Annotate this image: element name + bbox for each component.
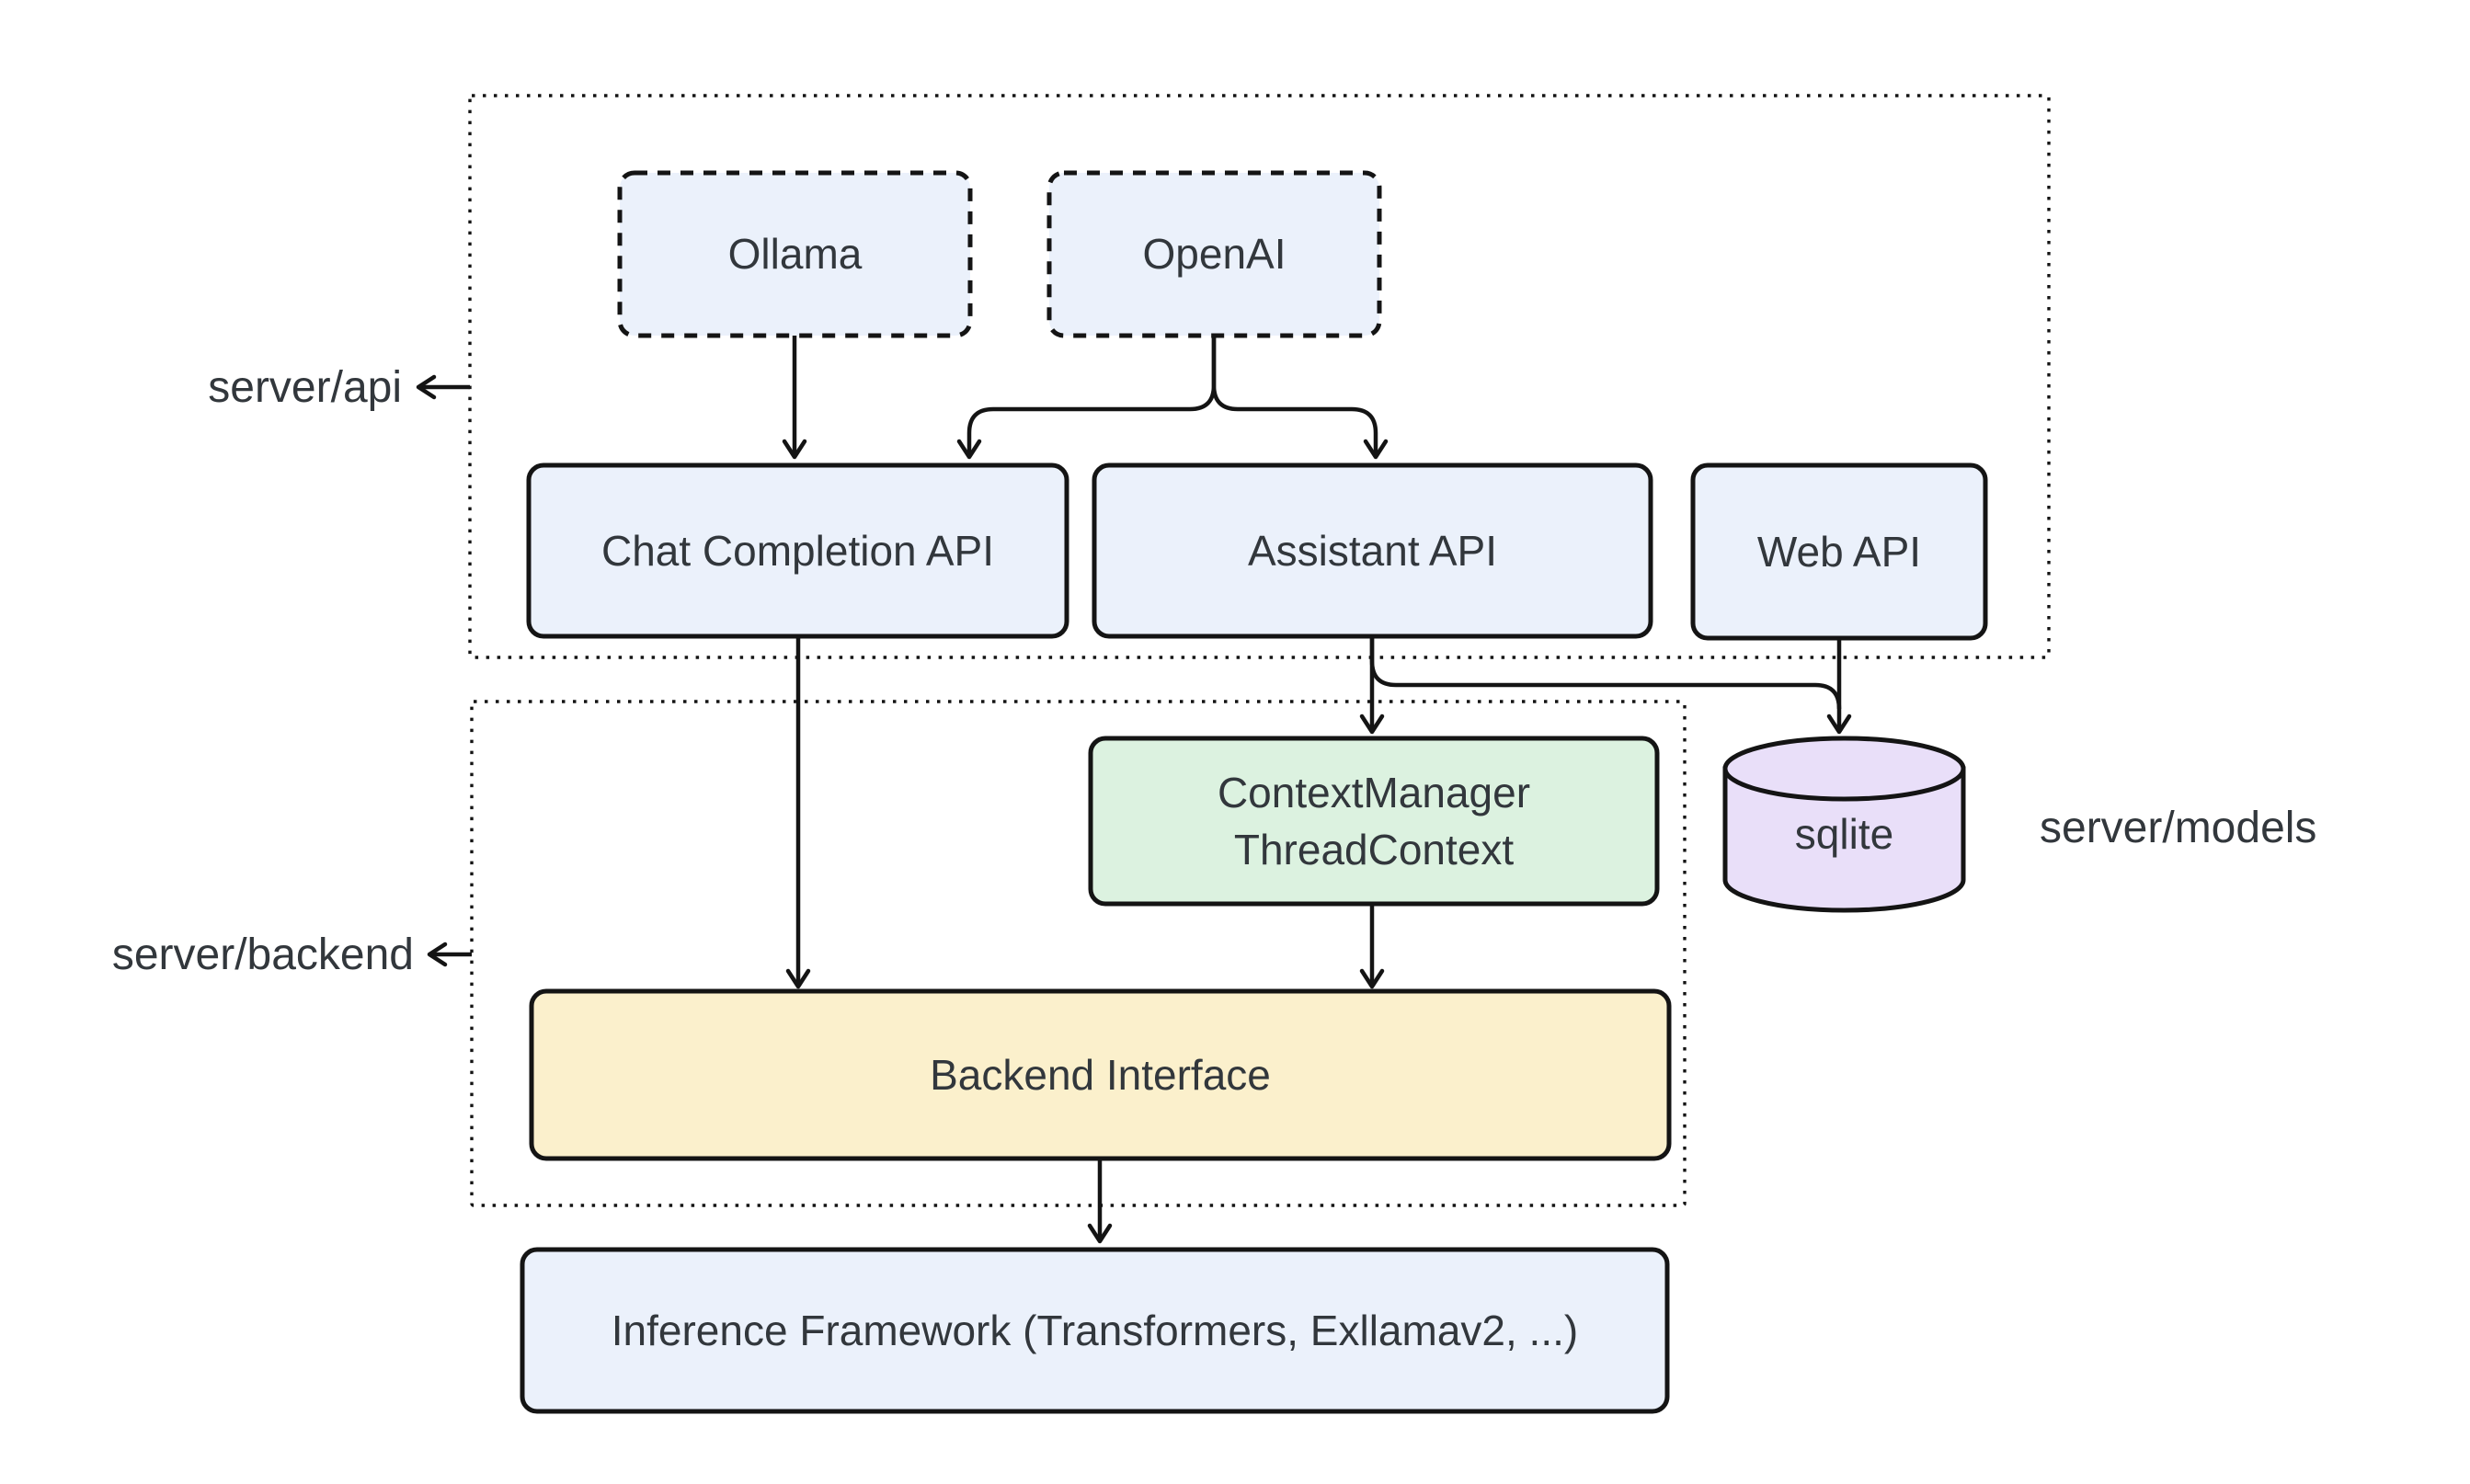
ollama-label: Ollama	[727, 230, 863, 279]
edge-assistant-to-sqlite	[1369, 636, 1842, 710]
server-backend-label: server/backend	[111, 930, 414, 979]
node-context-manager	[1088, 736, 1660, 907]
context-manager-label: ContextManager ThreadContext	[1091, 738, 1657, 904]
web-api-label: Web API	[1756, 527, 1922, 576]
node-assistant-api	[1092, 462, 1653, 639]
backend-interface-label: Backend Interface	[930, 1050, 1271, 1099]
edge-openai-to-assistant	[1211, 336, 1389, 460]
container-server-backend	[470, 700, 1687, 1207]
context-manager-line1: ContextManager	[1217, 768, 1531, 816]
container-server-api	[468, 94, 2051, 659]
edge-openai-to-chat-completion	[956, 336, 1217, 460]
node-backend-interface	[529, 988, 1672, 1161]
node-chat-completion-api	[526, 462, 1069, 639]
node-inference-framework	[520, 1247, 1670, 1414]
server-models-label: server/models	[2040, 803, 2317, 852]
inference-framework-label: Inference Framework (Transformers, Exlla…	[611, 1306, 1579, 1354]
assistant-api-label: Assistant API	[1247, 526, 1497, 575]
chat-completion-api-label: Chat Completion API	[600, 526, 994, 575]
server-api-label: server/api	[208, 362, 402, 412]
sqlite-label: sqlite	[1794, 809, 1894, 858]
node-web-api	[1690, 462, 1988, 641]
openai-label: OpenAI	[1142, 230, 1286, 279]
node-openai	[1046, 170, 1382, 338]
node-ollama	[617, 170, 973, 338]
cylinder-top	[1722, 736, 1966, 802]
cylinder-body	[1722, 766, 1966, 913]
context-manager-line2: ThreadContext	[1233, 826, 1515, 873]
node-sqlite-cylinder	[1722, 736, 1966, 913]
